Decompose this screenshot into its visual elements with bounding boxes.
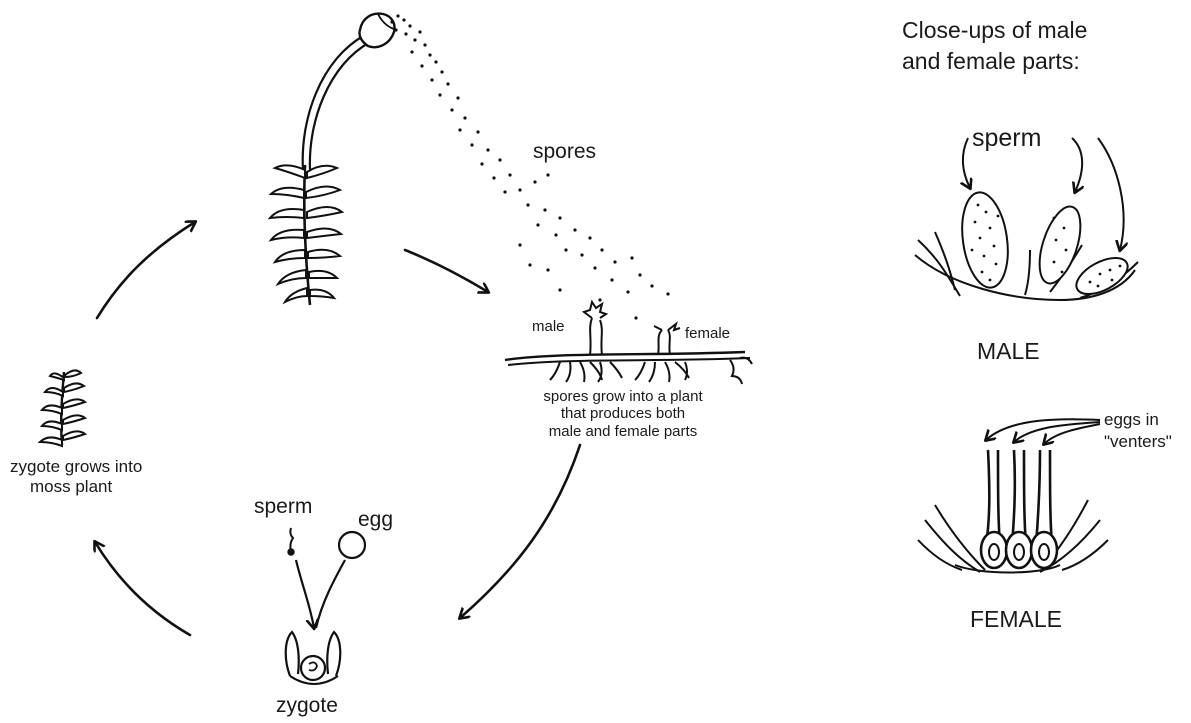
gametophyte-plant	[505, 302, 752, 384]
female-eggs-label-line2: "venters"	[1104, 432, 1172, 452]
gametophyte-caption-line1: spores grow into a plant	[508, 388, 738, 405]
zygote-label: zygote	[276, 694, 338, 718]
female-eggs-pointer-arrows	[986, 419, 1100, 444]
zygote-growth-caption-line1: zygote grows into	[10, 457, 142, 477]
female-caption: FEMALE	[970, 606, 1062, 632]
arrow-moss-to-spores	[405, 250, 488, 292]
arrow-zygote-to-young-moss	[95, 542, 190, 635]
closeups-title-line1: Close-ups of male	[902, 17, 1087, 43]
male-caption: MALE	[977, 338, 1040, 364]
gametophyte-caption-line3: male and female parts	[508, 423, 738, 440]
gametophyte-caption: spores grow into a plant that produces b…	[508, 388, 738, 440]
male-closeup-drawing	[915, 189, 1138, 301]
young-moss-plant	[40, 370, 85, 446]
arrow-gametophyte-to-zygote	[460, 445, 580, 618]
spores-label: spores	[533, 140, 596, 164]
male-shoot-label: male	[532, 318, 565, 335]
female-closeup-drawing	[918, 450, 1108, 573]
female-shoot-label: female	[685, 325, 730, 342]
arrow-young-moss-to-mature	[97, 222, 195, 318]
zygote-growth-caption-line2: moss plant	[30, 477, 112, 497]
spore-dots	[390, 14, 669, 319]
male-sperm-label: sperm	[972, 124, 1041, 153]
sperm-label: sperm	[254, 495, 312, 519]
egg-label: egg	[358, 508, 393, 532]
fertilization-drawing	[286, 528, 365, 684]
closeups-title-line2: and female parts:	[902, 48, 1080, 74]
mature-moss-plant	[270, 14, 395, 305]
gametophyte-caption-line2: that produces both	[508, 405, 738, 422]
female-eggs-label-line1: eggs in	[1104, 410, 1159, 430]
